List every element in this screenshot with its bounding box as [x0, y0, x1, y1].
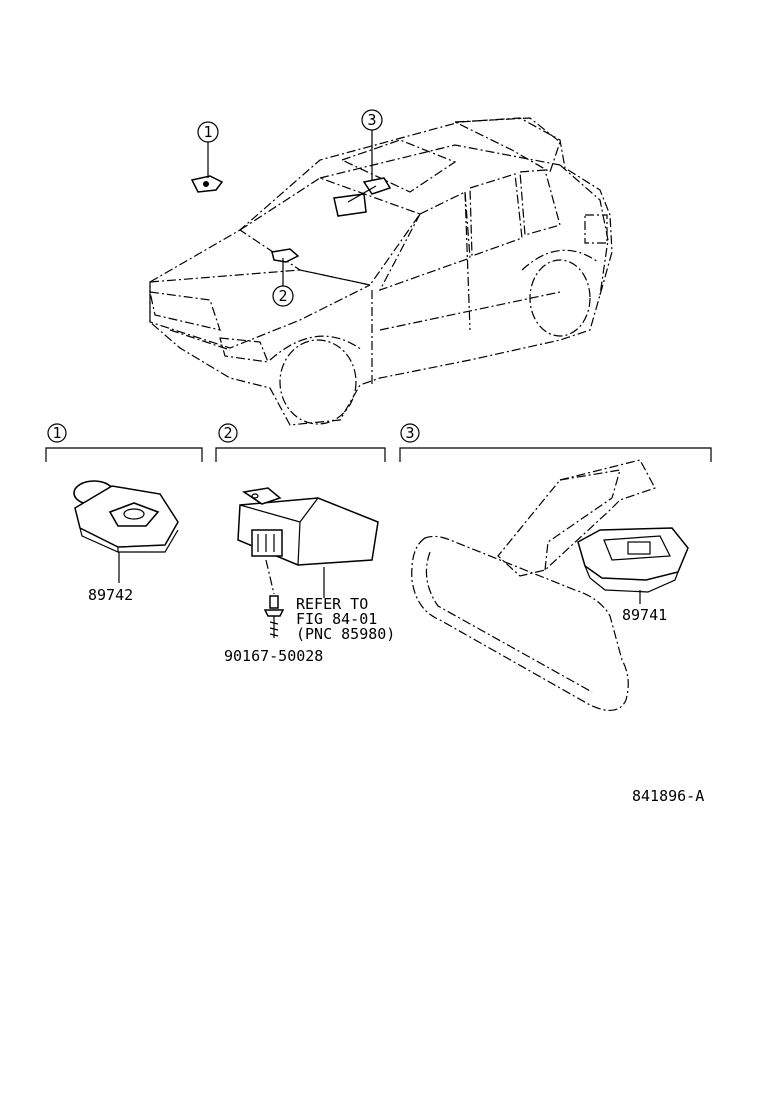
- reference-note-line-2: FIG 84-01: [296, 610, 377, 628]
- part-number-remote-key[interactable]: 89742: [88, 586, 133, 604]
- reference-note: REFER TO FIG 84-01 (PNC 85980): [296, 595, 395, 643]
- callout-2-car[interactable]: 2: [272, 285, 294, 307]
- section-1-header: 1: [45, 423, 203, 462]
- part-number-screw[interactable]: 90167-50028: [224, 647, 323, 665]
- svg-text:2: 2: [223, 424, 232, 442]
- remote-key-part[interactable]: [73, 480, 179, 583]
- svg-text:3: 3: [405, 424, 414, 442]
- screw-part[interactable]: [263, 559, 285, 638]
- reference-note-line-3: (PNC 85980): [296, 625, 395, 643]
- reference-note-line-1: REFER TO: [296, 595, 368, 613]
- svg-text:3: 3: [367, 111, 376, 129]
- figure-id: 841896-A: [632, 787, 704, 805]
- svg-text:2: 2: [278, 287, 287, 305]
- section-3-header: 3: [399, 423, 712, 462]
- rear-view-mirror-part: [411, 459, 656, 711]
- svg-text:1: 1: [203, 123, 212, 141]
- svg-text:1: 1: [52, 424, 61, 442]
- part-number-receiver[interactable]: 89741: [622, 606, 667, 624]
- callout-3-car[interactable]: 3: [361, 109, 383, 131]
- vehicle-illustration: [149, 117, 613, 426]
- section-2-header: 2: [215, 423, 386, 462]
- callout-1-car[interactable]: 1: [197, 121, 219, 143]
- receiver-part[interactable]: [577, 527, 689, 604]
- control-module-part: [237, 487, 379, 598]
